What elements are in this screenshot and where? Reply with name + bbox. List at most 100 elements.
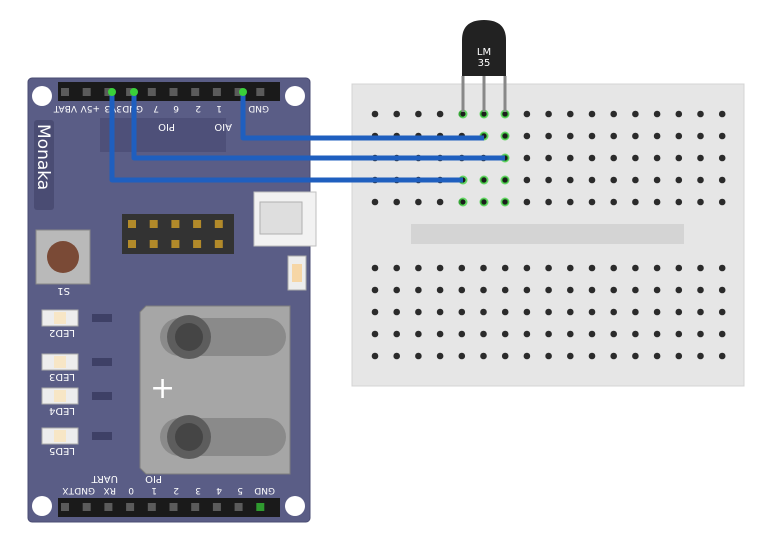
breadboard-hole[interactable] [653,154,661,162]
breadboard-hole[interactable] [588,110,596,118]
breadboard-hole[interactable] [588,308,596,316]
breadboard-hole[interactable] [610,352,617,360]
breadboard-hole[interactable] [436,352,444,360]
breadboard-hole[interactable] [393,110,401,118]
breadboard-hole[interactable] [458,330,466,338]
breadboard-hole[interactable] [567,264,574,272]
wire-3v3-to-sensor-vcc[interactable] [109,92,463,183]
breadboard-hole[interactable] [632,330,639,338]
breadboard-hole[interactable] [523,110,531,118]
breadboard-hole[interactable] [588,330,596,338]
header-pin[interactable] [61,503,69,511]
breadboard-hole[interactable] [675,308,683,316]
breadboard-hole[interactable] [523,176,531,184]
breadboard-hole[interactable] [545,352,552,360]
breadboard-hole[interactable] [697,308,704,316]
breadboard-hole[interactable] [718,264,726,272]
breadboard-hole[interactable] [632,352,639,360]
breadboard-hole[interactable] [545,264,552,272]
breadboard-hole[interactable] [675,286,683,294]
breadboard-hole[interactable] [675,352,683,360]
breadboard-hole[interactable] [415,198,422,206]
breadboard-hole[interactable] [545,110,552,118]
breadboard-hole[interactable] [436,110,444,118]
breadboard-hole[interactable] [697,176,704,184]
breadboard-hole[interactable] [588,286,596,294]
breadboard-hole[interactable] [371,352,379,360]
breadboard-hole[interactable] [718,352,726,360]
breadboard-hole[interactable] [458,286,466,294]
breadboard-hole[interactable] [480,308,487,316]
breadboard-hole[interactable] [632,264,639,272]
breadboard-hole[interactable] [610,286,617,294]
wire-aio-to-sensor-vout[interactable] [240,92,484,141]
breadboard-hole[interactable] [480,286,487,294]
breadboard-hole[interactable] [371,286,379,294]
breadboard-hole[interactable] [393,352,401,360]
breadboard-hole[interactable] [523,198,531,206]
header-pin[interactable] [212,88,221,96]
breadboard-hole[interactable] [371,308,379,316]
breadboard-hole[interactable] [545,286,552,294]
breadboard-hole[interactable] [501,308,509,316]
breadboard-hole[interactable] [436,308,444,316]
breadboard-hole[interactable] [697,110,704,118]
breadboard-hole[interactable] [718,286,726,294]
breadboard-hole[interactable] [393,308,401,316]
breadboard-hole[interactable] [610,264,617,272]
breadboard-hole[interactable] [632,308,639,316]
breadboard-hole[interactable] [697,154,704,162]
header-pin[interactable] [82,88,91,96]
breadboard-hole[interactable] [567,132,574,140]
breadboard-hole[interactable] [697,286,704,294]
breadboard-hole[interactable] [501,264,509,272]
breadboard-hole[interactable] [653,286,661,294]
breadboard-hole[interactable] [523,330,531,338]
breadboard-hole[interactable] [393,264,401,272]
breadboard-hole[interactable] [610,176,617,184]
breadboard-hole[interactable] [632,132,639,140]
breadboard-hole[interactable] [610,110,617,118]
breadboard-hole[interactable] [653,352,661,360]
breadboard-hole[interactable] [610,330,617,338]
breadboard-hole[interactable] [567,176,574,184]
breadboard-hole[interactable] [436,198,444,206]
breadboard-hole[interactable] [523,264,531,272]
breadboard-hole[interactable] [545,198,552,206]
breadboard-hole[interactable] [523,352,531,360]
breadboard-hole[interactable] [675,154,683,162]
breadboard-hole[interactable] [610,132,617,140]
breadboard-hole[interactable] [436,330,444,338]
breadboard-hole[interactable] [415,308,422,316]
breadboard-hole[interactable] [458,308,466,316]
breadboard-hole[interactable] [480,264,487,272]
breadboard-hole[interactable] [567,110,574,118]
breadboard-hole[interactable] [371,264,379,272]
breadboard-hole[interactable] [675,132,683,140]
breadboard-hole[interactable] [588,198,596,206]
breadboard-hole[interactable] [415,110,422,118]
breadboard-hole[interactable] [697,330,704,338]
breadboard-hole[interactable] [697,132,704,140]
breadboard-hole[interactable] [653,330,661,338]
breadboard-hole[interactable] [458,352,466,360]
breadboard-hole[interactable] [632,198,639,206]
breadboard-hole[interactable] [523,308,531,316]
header-pin[interactable] [256,88,265,96]
header-pin[interactable] [61,88,69,96]
breadboard-hole[interactable] [501,286,509,294]
header-pin[interactable] [147,88,156,96]
breadboard-hole[interactable] [718,154,726,162]
breadboard-hole[interactable] [567,154,574,162]
breadboard-hole[interactable] [501,330,509,338]
breadboard-hole[interactable] [436,286,444,294]
wire-gnd-to-sensor-gnd[interactable] [131,92,505,161]
header-pin[interactable] [82,503,91,511]
breadboard-hole[interactable] [610,154,617,162]
header-pin[interactable] [147,503,156,511]
breadboard-hole[interactable] [371,330,379,338]
breadboard-hole[interactable] [610,308,617,316]
header-pin[interactable] [212,503,221,511]
breadboard-hole[interactable] [632,110,639,118]
breadboard-hole[interactable] [697,264,704,272]
